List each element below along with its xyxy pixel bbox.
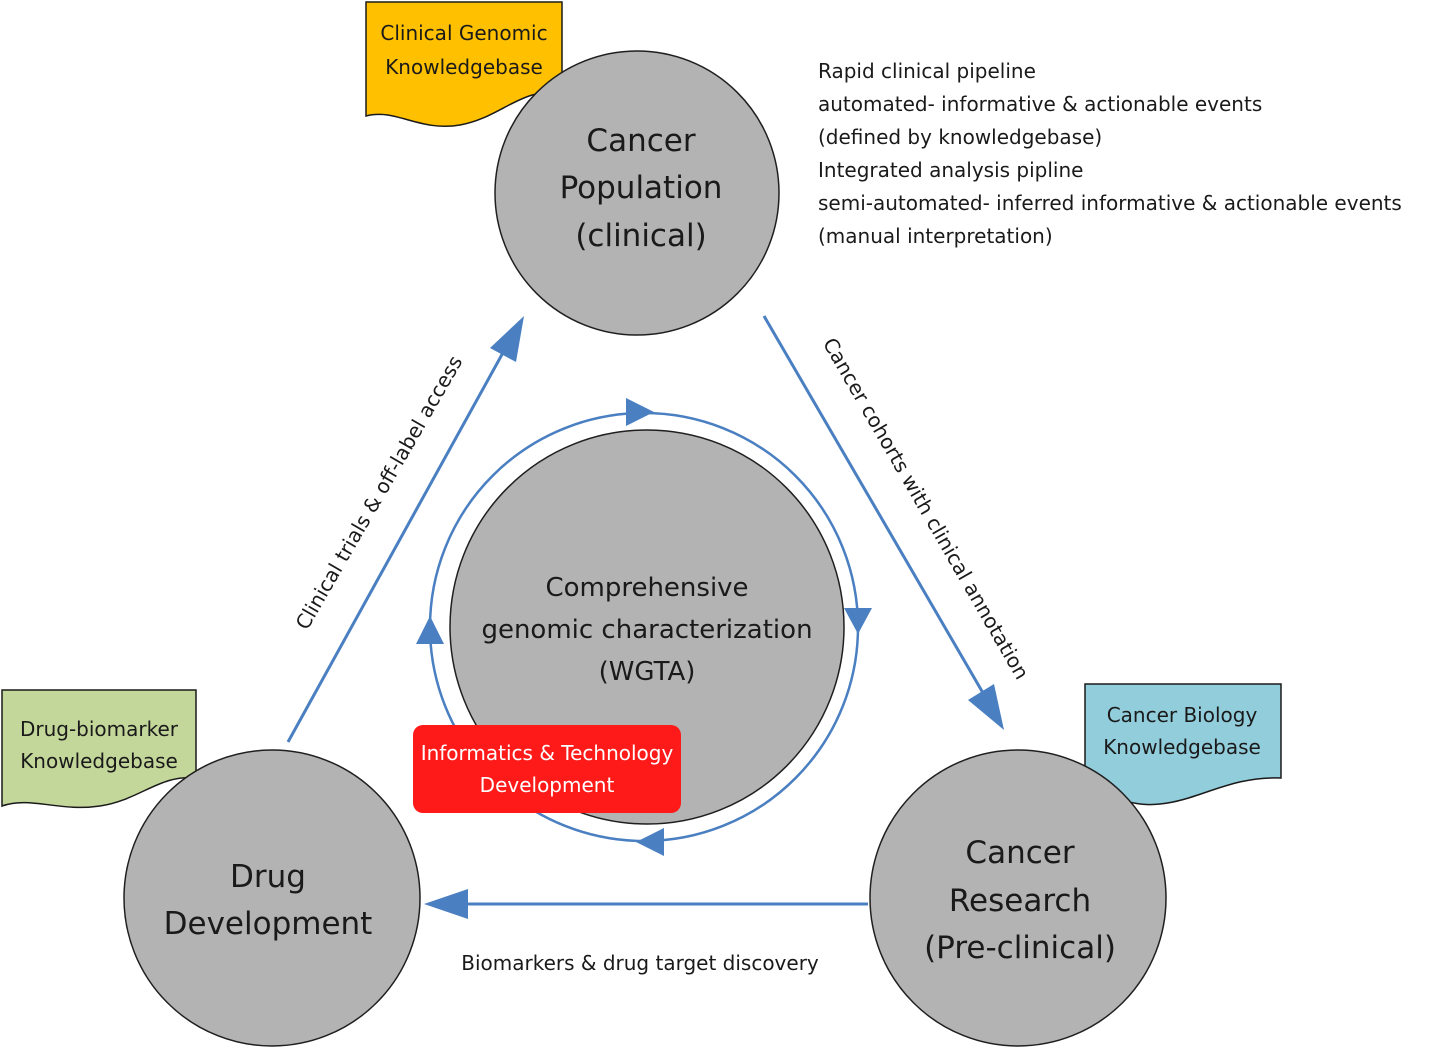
research-line-1: Cancer bbox=[965, 835, 1074, 871]
arrow-drug-to-population bbox=[286, 316, 524, 743]
note-line-2: automated- informative & actionable even… bbox=[818, 92, 1262, 116]
population-line-2: Population bbox=[560, 170, 723, 206]
population-line-1: Cancer bbox=[586, 123, 695, 159]
informatics-technology-box: Informatics & Technology Development bbox=[413, 725, 681, 813]
cancer-cohorts-label: Cancer cohorts with clinical annotation bbox=[818, 333, 1034, 683]
center-line-3: (WGTA) bbox=[599, 657, 696, 687]
ring-arrow-top bbox=[626, 398, 654, 426]
cancer-population-node: Cancer Population (clinical) bbox=[494, 50, 780, 336]
clinical-trials-label: Clinical trials & off-label access bbox=[291, 351, 468, 633]
kb-drug-line-1: Drug-biomarker bbox=[20, 717, 179, 741]
clinical-genomic-knowledgebase: Clinical Genomic Knowledgebase bbox=[365, 1, 563, 127]
research-line-2: Research bbox=[949, 883, 1091, 919]
arrow-population-to-research bbox=[762, 315, 1004, 730]
research-line-3: (Pre-clinical) bbox=[924, 930, 1116, 966]
drug-development-node: Drug Development bbox=[123, 749, 421, 1047]
note-line-5: semi-automated- inferred informative & a… bbox=[818, 191, 1402, 215]
informatics-line-1: Informatics & Technology bbox=[421, 741, 674, 765]
population-line-3: (clinical) bbox=[575, 218, 706, 254]
drug-biomarker-knowledgebase: Drug-biomarker Knowledgebase bbox=[1, 689, 197, 809]
ring-arrow-bottom bbox=[636, 828, 664, 856]
ring-arrow-right bbox=[844, 608, 872, 634]
drug-line-1: Drug bbox=[230, 859, 306, 895]
kb-biology-line-1: Cancer Biology bbox=[1107, 703, 1258, 727]
note-line-6: (manual interpretation) bbox=[818, 224, 1053, 248]
pipeline-notes: Rapid clinical pipeline automated- infor… bbox=[818, 59, 1402, 248]
kb-clinical-line-2: Knowledgebase bbox=[385, 55, 543, 79]
note-line-1: Rapid clinical pipeline bbox=[818, 59, 1036, 83]
drug-line-2: Development bbox=[164, 906, 373, 942]
kb-clinical-line-1: Clinical Genomic bbox=[380, 21, 547, 45]
arrow-research-to-drug bbox=[424, 889, 868, 919]
cancer-research-node: Cancer Research (Pre-clinical) bbox=[869, 749, 1167, 1047]
note-line-3: (defined by knowledgebase) bbox=[818, 125, 1102, 149]
central-cycle-ring bbox=[416, 398, 872, 856]
biomarkers-label: Biomarkers & drug target discovery bbox=[461, 951, 819, 975]
note-line-4: Integrated analysis pipline bbox=[818, 158, 1083, 182]
ring-arrow-left bbox=[416, 616, 444, 644]
center-line-2: genomic characterization bbox=[481, 615, 812, 645]
kb-drug-line-2: Knowledgebase bbox=[20, 749, 178, 773]
kb-biology-line-2: Knowledgebase bbox=[1103, 735, 1261, 759]
informatics-line-2: Development bbox=[480, 773, 615, 797]
center-line-1: Comprehensive bbox=[545, 573, 748, 603]
